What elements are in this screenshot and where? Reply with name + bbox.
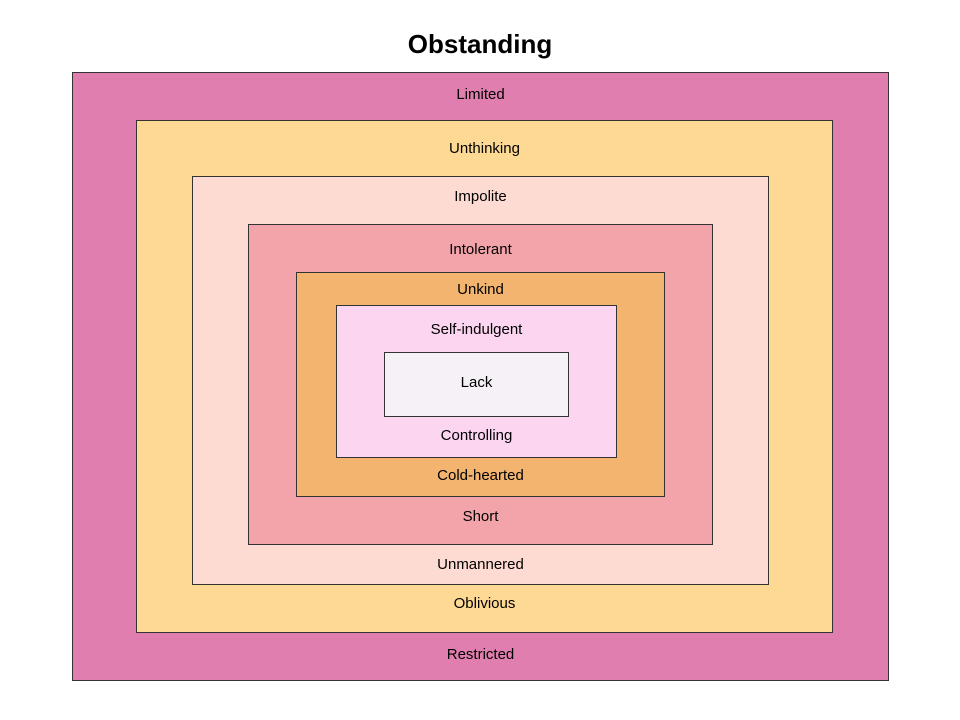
layer-6-bottom-label: Controlling <box>440 427 513 444</box>
layer-2-bottom-label: Oblivious <box>453 595 516 612</box>
layer-4-bottom-label: Short <box>462 508 499 525</box>
layer-1-top-label: Limited <box>456 86 505 103</box>
layer-6-top-label: Self-indulgent <box>430 321 523 338</box>
diagram-title: Obstanding <box>407 29 553 59</box>
layer-3-top-label: Impolite <box>454 188 507 205</box>
layer-2-top-label: Unthinking <box>449 140 520 157</box>
layer-5-top-label: Unkind <box>457 281 504 298</box>
layer-5-bottom-label: Cold-hearted <box>437 467 524 484</box>
layer-4-top-label: Intolerant <box>449 241 512 258</box>
core-label: Lack <box>460 374 493 391</box>
core-box: Lack <box>384 352 569 417</box>
layer-3-bottom-label: Unmannered <box>437 556 524 573</box>
layer-1-bottom-label: Restricted <box>446 646 515 663</box>
